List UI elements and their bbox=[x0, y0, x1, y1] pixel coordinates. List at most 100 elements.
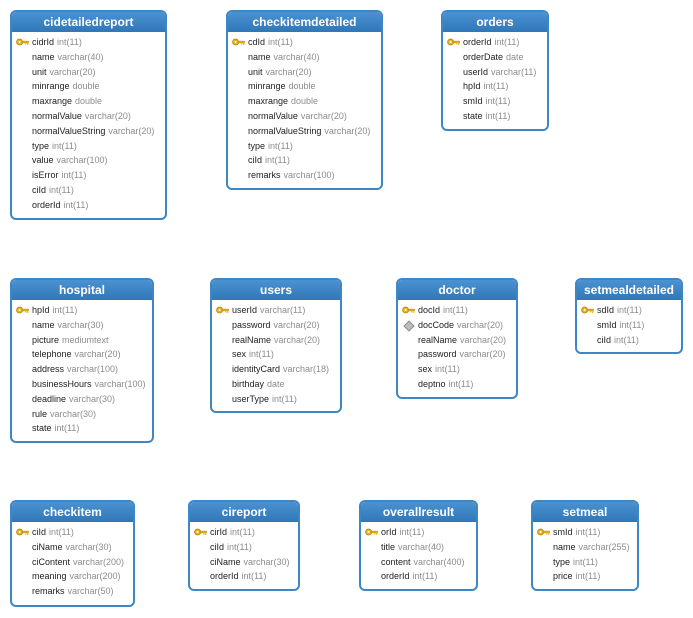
field-name: maxrange bbox=[248, 96, 289, 107]
field-name: unit bbox=[32, 66, 47, 77]
field-name: address bbox=[32, 364, 65, 375]
table-header: checkitemdetailed bbox=[228, 12, 381, 32]
field-name: ciName bbox=[32, 541, 63, 552]
field-type: int(11) bbox=[272, 393, 297, 404]
field-type: varchar(20) bbox=[300, 110, 347, 121]
field-type: int(11) bbox=[249, 349, 274, 360]
key-icon bbox=[581, 306, 594, 314]
field-type: int(11) bbox=[268, 140, 293, 151]
field-type: int(11) bbox=[57, 37, 82, 47]
field-name: type bbox=[32, 140, 50, 151]
field-name: birthday bbox=[232, 378, 265, 389]
field-name: normalValueString bbox=[248, 125, 322, 136]
table-header: users bbox=[212, 280, 340, 300]
field-type: int(11) bbox=[54, 423, 80, 434]
field-name: sex bbox=[418, 364, 433, 375]
field-name: ciId bbox=[210, 541, 225, 552]
field-type: varchar(40) bbox=[273, 51, 320, 62]
